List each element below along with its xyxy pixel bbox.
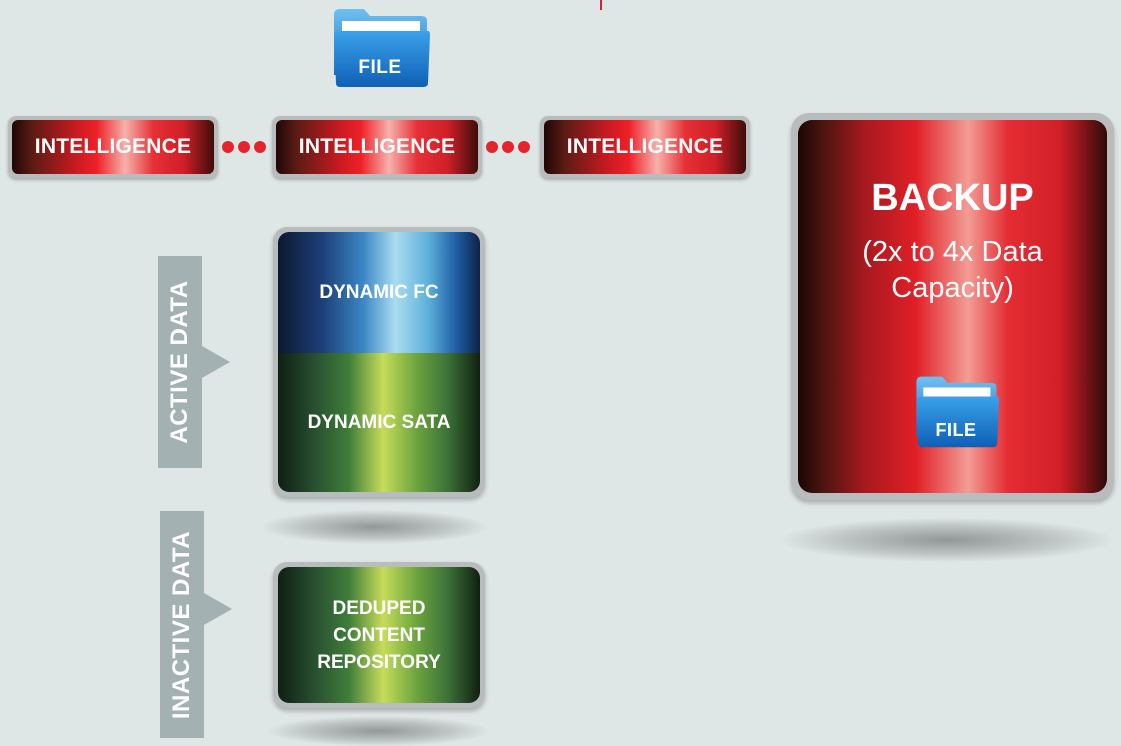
intelligence-box-1: INTELLIGENCE — [8, 116, 218, 178]
active-storage-stack: DYNAMIC FC DYNAMIC SATA — [273, 227, 485, 497]
repository-label: DEDUPED CONTENT REPOSITORY — [317, 597, 441, 673]
backup-shadow — [782, 518, 1112, 562]
stack-shadow — [262, 510, 487, 544]
ellipsis-dots — [486, 141, 530, 153]
active-data-label: ACTIVE DATA — [166, 280, 193, 444]
intelligence-label: INTELLIGENCE — [298, 135, 456, 158]
intelligence-box-2: INTELLIGENCE — [272, 116, 482, 178]
folder-icon: FILE — [913, 373, 999, 449]
tier-label: DYNAMIC FC — [319, 281, 439, 303]
active-data-tab: ACTIVE DATA — [158, 256, 230, 468]
inactive-data-tab: INACTIVE DATA — [160, 511, 232, 738]
intelligence-label: INTELLIGENCE — [34, 135, 192, 158]
dynamic-sata-tier: DYNAMIC SATA — [278, 353, 480, 492]
inactive-data-label: INACTIVE DATA — [168, 530, 195, 719]
folder-label: FILE — [935, 420, 977, 440]
deduped-repository: DEDUPED CONTENT REPOSITORY — [273, 562, 485, 708]
ellipsis-dots — [222, 141, 266, 153]
dynamic-fc-tier: DYNAMIC FC — [278, 232, 480, 353]
folder-label: FILE — [358, 57, 402, 78]
intelligence-label: INTELLIGENCE — [566, 135, 724, 158]
folder-icon: FILE — [330, 5, 430, 89]
backup-box: BACKUP (2x to 4x Data Capacity) FILE — [791, 113, 1114, 500]
tier-label: DYNAMIC SATA — [307, 411, 451, 433]
red-marker — [600, 0, 602, 10]
backup-subtitle: (2x to 4x Data Capacity) — [862, 236, 1043, 304]
repository-shadow — [268, 716, 488, 746]
intelligence-box-3: INTELLIGENCE — [540, 116, 750, 178]
backup-title: BACKUP — [871, 177, 1034, 219]
